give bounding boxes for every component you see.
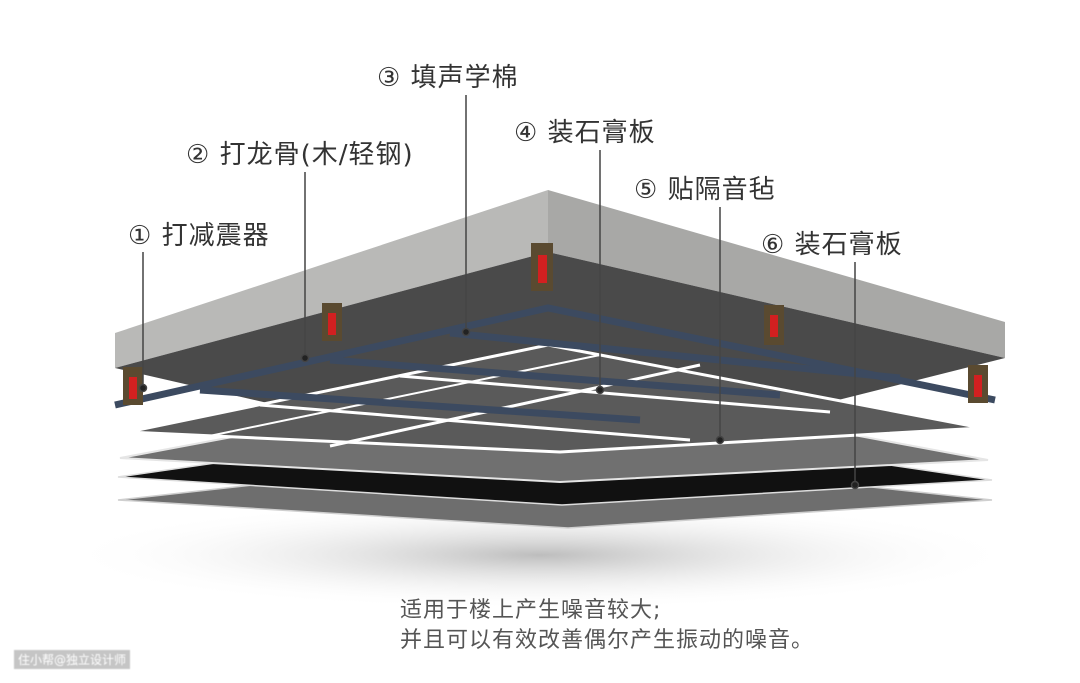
label-gypsum-board-1: ④ 装石膏板 <box>514 118 656 148</box>
label-damper: ① 打减震器 <box>128 221 270 251</box>
layer-acoustic-cotton <box>127 343 983 454</box>
damper-icon <box>123 367 143 405</box>
label-acoustic-cotton: ③ 填声学棉 <box>377 63 519 93</box>
keel-frame <box>114 304 996 424</box>
caption-line-2: 并且可以有效改善偶尔产生振动的噪音。 <box>400 628 815 653</box>
label-gypsum-board-2: ⑥ 装石膏板 <box>761 230 903 260</box>
damper-icon <box>531 243 553 291</box>
damper-icon <box>764 305 784 345</box>
floor-shadow <box>60 500 1020 610</box>
damper-icon <box>968 365 988 403</box>
damper-icon <box>322 303 342 341</box>
label-keel: ② 打龙骨(木/轻钢) <box>186 140 414 170</box>
watermark: 住小帮@独立设计师 <box>14 650 131 669</box>
leader-lines <box>138 95 860 490</box>
damper-icons <box>123 243 988 405</box>
label-sound-felt: ⑤ 贴隔音毡 <box>634 175 776 205</box>
caption-line-1: 适用于楼上产生噪音较大; <box>400 598 662 623</box>
